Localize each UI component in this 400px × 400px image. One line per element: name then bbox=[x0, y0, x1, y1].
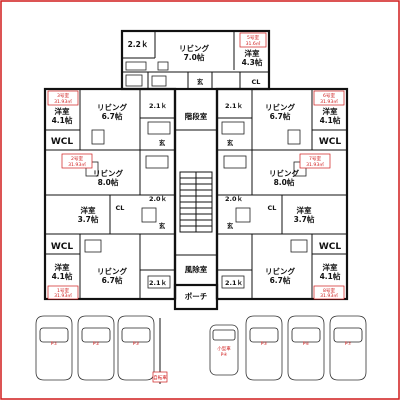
unit3-western-size: 4.1帖 bbox=[52, 115, 73, 125]
unit1-living-size: 6.7帖 bbox=[102, 275, 123, 285]
unit8-number: 8号室 bbox=[323, 287, 336, 294]
unit6-wcl: WCL bbox=[319, 137, 342, 147]
top-living-label: リビング bbox=[179, 43, 209, 53]
unit7-number: 7号室 bbox=[309, 155, 322, 162]
unit6-living: リビング bbox=[265, 102, 295, 112]
parking-5: P⑤ bbox=[261, 341, 268, 347]
top-entrance-label: 玄 bbox=[197, 77, 204, 86]
unit7-western-size: 3.7帖 bbox=[294, 214, 315, 224]
unit7-entrance: 玄 bbox=[227, 221, 234, 230]
unit5-wall bbox=[120, 29, 271, 91]
unit7-living: リビング bbox=[269, 168, 299, 178]
unit1-wcl: WCL bbox=[51, 242, 74, 252]
unit2-kitchen: 2.0ｋ bbox=[149, 195, 167, 203]
top-living-size: 7.0帖 bbox=[184, 52, 205, 62]
unit6-entrance: 玄 bbox=[227, 138, 234, 147]
unit8-area: 31.93㎡ bbox=[320, 292, 338, 299]
small-car-label: 小型車 bbox=[217, 345, 231, 352]
parking-area bbox=[35, 315, 367, 384]
porch-box bbox=[173, 283, 219, 311]
unit2-cl: CL bbox=[116, 204, 125, 212]
unit8-wcl: WCL bbox=[319, 242, 342, 252]
unit1-western-size: 4.1帖 bbox=[52, 271, 73, 281]
unit2-area: 31.93㎡ bbox=[68, 161, 86, 168]
parking-6: P⑥ bbox=[303, 341, 310, 347]
unit6-area: 31.93㎡ bbox=[320, 98, 338, 105]
unit3-western: 洋室 bbox=[55, 106, 70, 116]
parking-7: P⑦ bbox=[345, 341, 352, 347]
unit7-western: 洋室 bbox=[297, 205, 312, 215]
unit8-western: 洋室 bbox=[323, 262, 338, 272]
unit6-number: 6号室 bbox=[323, 92, 336, 99]
stairwell-label: 階段室 bbox=[185, 111, 208, 121]
top-western-size: 4.3帖 bbox=[242, 57, 263, 67]
unit5-number: 5号室 bbox=[247, 34, 260, 41]
unit2-western-size: 3.7帖 bbox=[78, 214, 99, 224]
unit1-western: 洋室 bbox=[55, 262, 70, 272]
unit1-number: 1号室 bbox=[57, 287, 70, 294]
unit1-living: リビング bbox=[97, 266, 127, 276]
unit8-living: リビング bbox=[265, 266, 295, 276]
unit3-entrance: 玄 bbox=[159, 138, 166, 147]
unit3-kitchen: 2.1ｋ bbox=[149, 102, 167, 110]
unit3-living: リビング bbox=[97, 102, 127, 112]
unit8-western-size: 4.1帖 bbox=[320, 271, 341, 281]
unit1-area: 31.93㎡ bbox=[54, 292, 72, 299]
unit6-western: 洋室 bbox=[323, 106, 338, 116]
unit2-living: リビング bbox=[93, 168, 123, 178]
unit3-living-size: 6.7帖 bbox=[102, 111, 123, 121]
unit6-kitchen: 2.1ｋ bbox=[225, 102, 243, 110]
unit8-living-size: 6.7帖 bbox=[270, 275, 291, 285]
parking-4: P④ bbox=[221, 352, 228, 358]
unit7-living-size: 8.0帖 bbox=[274, 177, 295, 187]
parking-1: P① bbox=[51, 341, 58, 347]
unit2-number: 2号室 bbox=[71, 155, 84, 162]
unit3-wcl: WCL bbox=[51, 137, 74, 147]
unit6-western-size: 4.1帖 bbox=[320, 115, 341, 125]
top-kitchen-label: 2.2ｋ bbox=[128, 39, 149, 49]
unit6-living-size: 6.7帖 bbox=[270, 111, 291, 121]
top-cl-label: CL bbox=[252, 78, 261, 86]
unit1-kitchen: 2.1ｋ bbox=[149, 279, 167, 287]
porch-label: ポーチ bbox=[185, 291, 208, 301]
unit5-area: 31.6㎡ bbox=[246, 40, 261, 47]
unit2-entrance: 玄 bbox=[159, 221, 166, 230]
unit2-living-size: 8.0帖 bbox=[98, 177, 119, 187]
unit7-area: 31.93㎡ bbox=[306, 161, 324, 168]
unit7-cl: CL bbox=[268, 204, 277, 212]
bicycle-parking-label: 自転車 bbox=[153, 374, 167, 381]
unit3-area: 31.93㎡ bbox=[54, 98, 72, 105]
unit2-western: 洋室 bbox=[81, 205, 96, 215]
parking-3: P③ bbox=[133, 341, 140, 347]
unit7-kitchen: 2.0ｋ bbox=[225, 195, 243, 203]
windbreak-room-label: 風除室 bbox=[185, 264, 208, 274]
top-western-label: 洋室 bbox=[245, 48, 260, 58]
unit8-kitchen: 2.1ｋ bbox=[225, 279, 243, 287]
parking-2: P② bbox=[93, 341, 100, 347]
staircase bbox=[179, 171, 213, 233]
unit3-number: 3号室 bbox=[57, 92, 70, 99]
